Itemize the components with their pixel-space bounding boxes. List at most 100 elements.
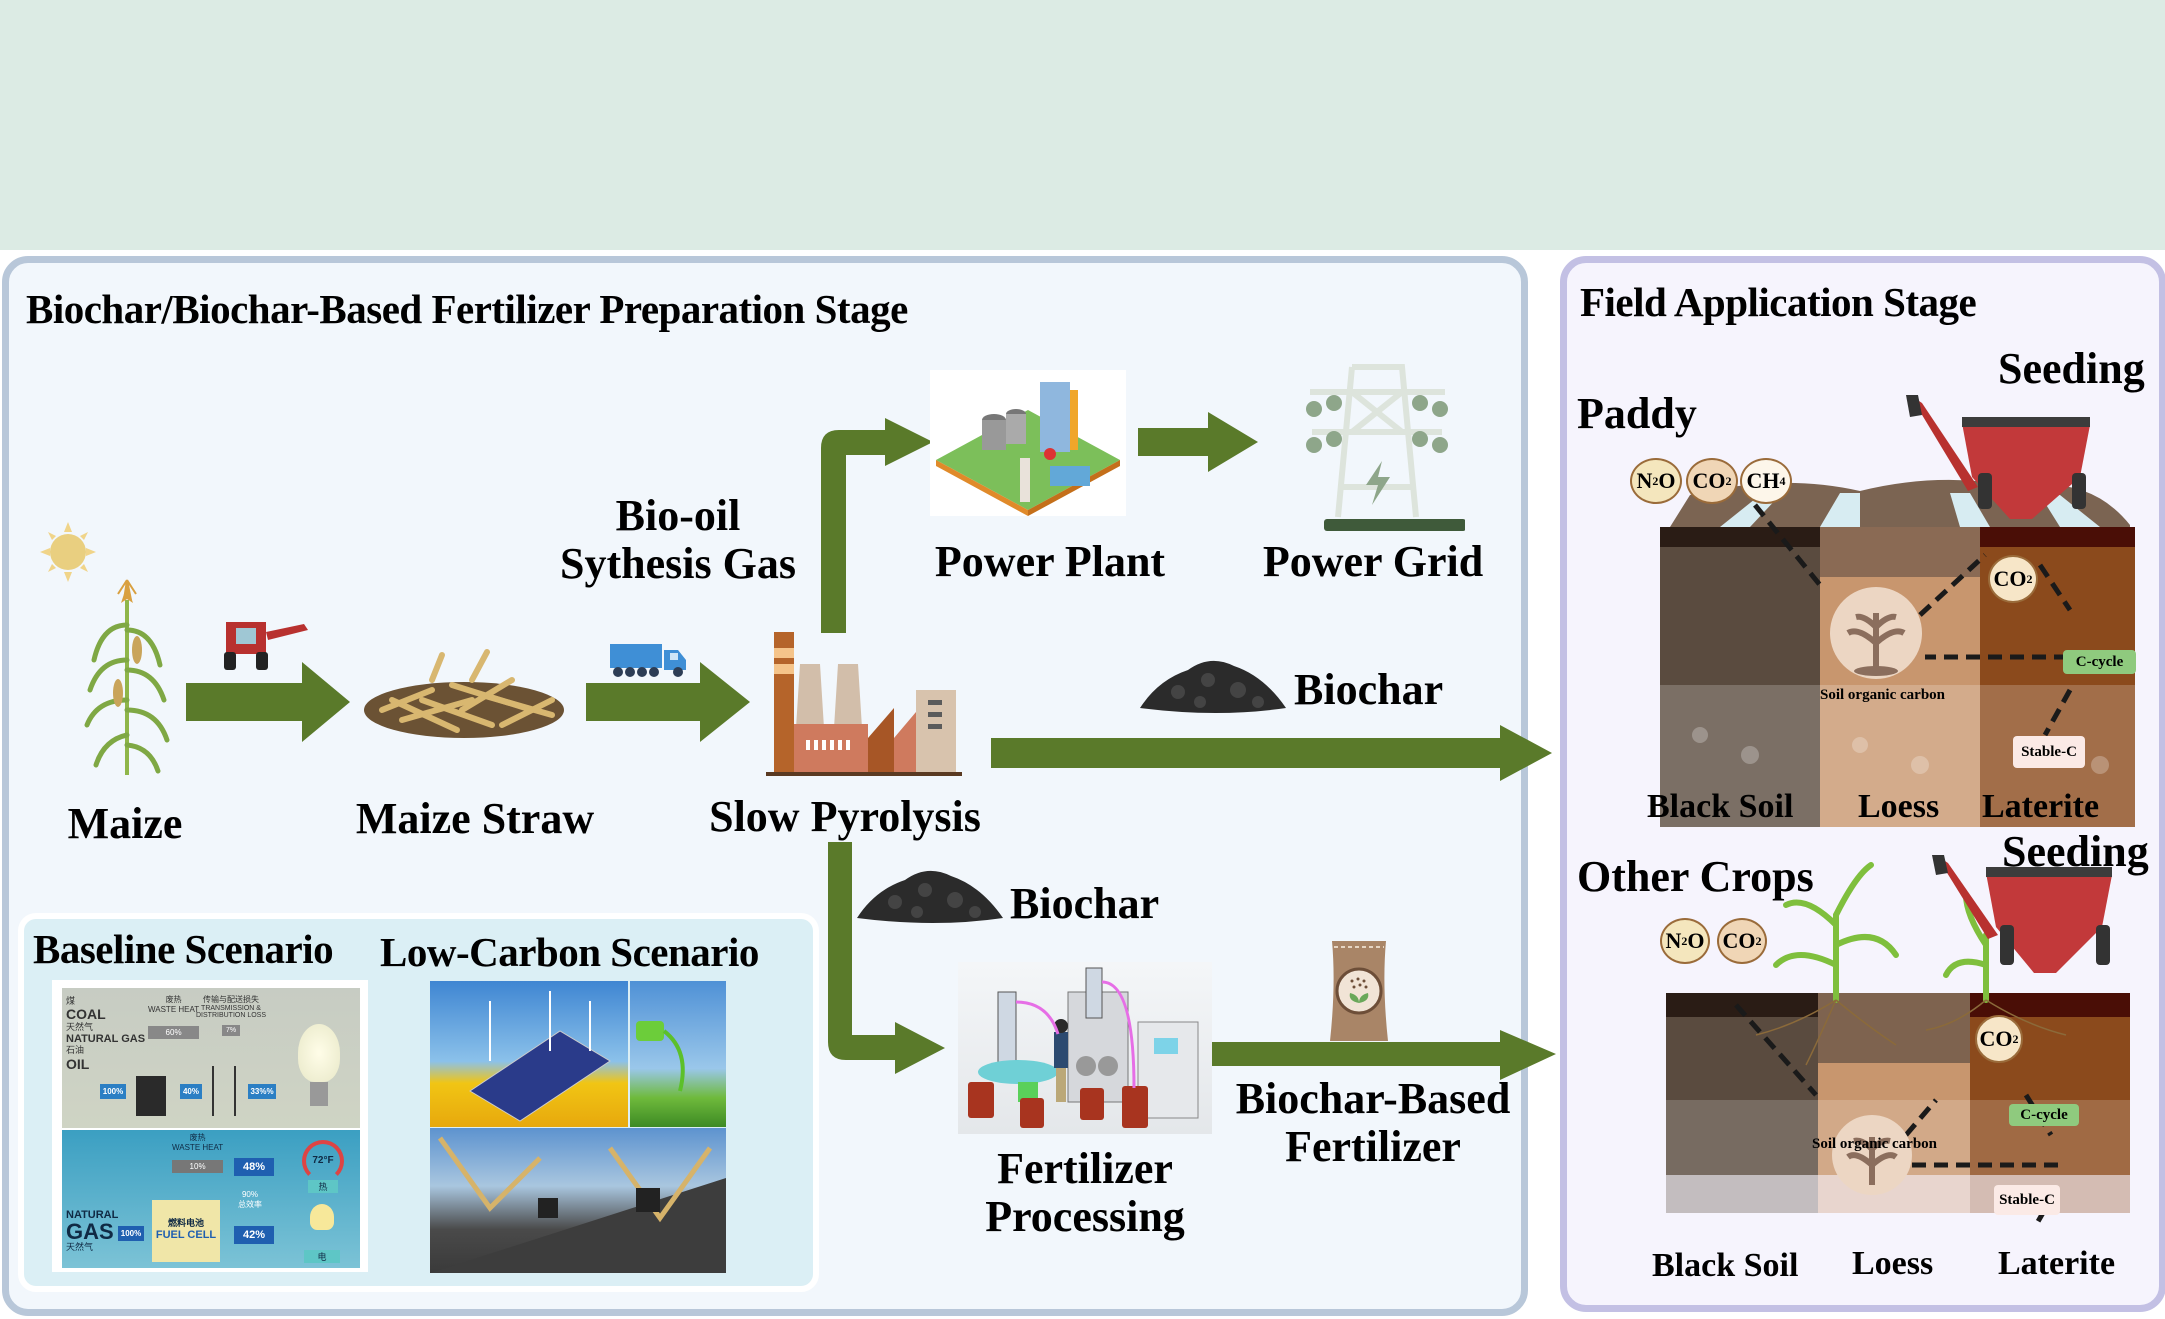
solar-wind-photo: [430, 981, 628, 1127]
oc-soil-laterite: Laterite: [1998, 1245, 2116, 1282]
fc-source-en2: GAS: [66, 1219, 114, 1244]
gas-sub: 4: [1779, 473, 1786, 488]
loss-en1: TRANSMISSION &: [201, 1005, 261, 1012]
arrow-biochar-to-field: [991, 725, 1552, 781]
electricity-cn: 电: [304, 1250, 340, 1263]
fuel-cell-block: 燃料电池 FUEL CELL: [152, 1200, 220, 1262]
heat-cn: 热: [308, 1180, 338, 1193]
oil-cn: 石油: [66, 1045, 85, 1056]
gas-tail: O: [1687, 928, 1705, 953]
fc-electricity-pct: 42%: [234, 1226, 274, 1244]
paddy-label: Paddy: [1577, 389, 1697, 438]
gas-formula: CO: [1993, 566, 2027, 591]
biochar-lower-label: Biochar: [1010, 879, 1160, 928]
fertilizer-processing-line2: Processing: [985, 1192, 1185, 1242]
paddy-soil-laterite: Laterite: [1982, 788, 2100, 825]
preparation-stage-title: Biochar/Biochar-Based Fertilizer Prepara…: [26, 286, 908, 332]
flow-100: 100%: [100, 1084, 126, 1099]
coal-port-photo: [430, 1128, 726, 1273]
gas-cn: 天然气: [66, 1022, 94, 1033]
arrow-straw-to-pyrolysis: [586, 662, 750, 742]
gas-sub: 2: [1755, 933, 1762, 948]
waste-heat-pct: 60%: [148, 1026, 200, 1039]
bio-oil-line2: Sythesis Gas: [560, 539, 796, 589]
fc-waste-heat-pct: 10%: [172, 1160, 224, 1173]
maize-label: Maize: [67, 799, 183, 848]
bio-oil-label: Bio-oil Sythesis Gas: [548, 491, 808, 589]
thermometer-gauge: 72°F: [302, 1140, 344, 1182]
arrow-pyrolysis-to-power-plant: [821, 418, 933, 633]
light-bulb-icon: [298, 1024, 340, 1082]
maize-straw-label: Maize Straw: [355, 794, 595, 843]
gas-sub: 2: [1681, 933, 1688, 948]
gas-formula: CO: [1722, 928, 1756, 953]
fc-total-pct: 90%: [241, 1190, 258, 1199]
biochar-based-fertilizer-label: Biochar-Based Fertilizer: [1228, 1074, 1518, 1172]
coal-cn: 煤: [66, 996, 76, 1006]
flow-40: 40%: [180, 1084, 202, 1099]
transmission-tower-icon: [212, 1066, 236, 1116]
waste-heat-en: WASTE HEAT: [148, 1005, 200, 1014]
gas-sub: 2: [2012, 1031, 2019, 1046]
paddy-seeding-label: Seeding: [1998, 344, 2145, 393]
biochar-pile-icon: [857, 870, 1003, 923]
biochar-upper-label: Biochar: [1294, 665, 1444, 714]
led-bulb-icon: [310, 1204, 334, 1230]
fc-heat-pct: 48%: [234, 1158, 274, 1176]
power-plant-icon: [930, 370, 1126, 516]
gas-formula: CO: [1692, 468, 1726, 493]
arrow-pyrolysis-to-processing: [828, 842, 945, 1074]
gas-tail: O: [1658, 468, 1676, 493]
gas-sub: 2: [1725, 473, 1732, 488]
baseline-scenario-title: Baseline Scenario: [33, 926, 334, 972]
factory-icon: [766, 632, 962, 776]
gas-formula: CH: [1746, 468, 1780, 493]
fertilizer-processing-label: Fertilizer Processing: [960, 1144, 1210, 1242]
fc-waste-heat-cn: 废热: [189, 1133, 206, 1142]
soc-label: Soil organic carbon: [1820, 687, 1946, 703]
fuel-cell-en: FUEL CELL: [155, 1229, 217, 1241]
conventional-power-infographic: 煤 COAL 天然气 NATURAL GAS 石油 OIL 废热 WASTE H…: [62, 988, 360, 1128]
top-banner: [0, 0, 2165, 250]
oil-en: OIL: [66, 1055, 90, 1072]
flow-33: 33%%: [248, 1084, 276, 1099]
oc-soil-loess: Loess: [1852, 1245, 1934, 1282]
fc-source-en1: NATURAL: [66, 1209, 119, 1221]
power-grid-label: Power Grid: [1262, 537, 1484, 586]
fc-waste-heat-en: WASTE HEAT: [172, 1143, 224, 1152]
fc-source-cn: 天然气: [66, 1242, 94, 1252]
slow-pyrolysis-label: Slow Pyrolysis: [709, 792, 981, 841]
oc-soc-label: Soil organic carbon: [1812, 1136, 1938, 1152]
oc-c-cycle-tag: C-cycle: [2009, 1104, 2079, 1126]
gas-en: NATURAL GAS: [66, 1032, 146, 1045]
fertilizer-machine-icon: [958, 962, 1212, 1134]
biochar-based-line2: Fertilizer: [1285, 1122, 1461, 1172]
loss-en2: DISTRIBUTION LOSS: [196, 1012, 267, 1019]
paddy-soil-loess: Loess: [1858, 788, 1940, 825]
green-plug-photo: [630, 981, 726, 1127]
gas-sub: 2: [2026, 571, 2033, 586]
baseline-scenario-image: 煤 COAL 天然气 NATURAL GAS 石油 OIL 废热 WASTE H…: [52, 980, 368, 1272]
gas-formula: N: [1665, 928, 1682, 953]
power-tower-icon: [1306, 364, 1465, 531]
waste-heat-cn: 废热: [165, 995, 182, 1004]
stable-c-tag: Stable-C: [2013, 736, 2085, 768]
paddy-soil-diagram: [1660, 395, 2135, 827]
field-stage-title: Field Application Stage: [1580, 279, 1977, 325]
gas-formula: CO: [1979, 1026, 2013, 1051]
maize-plant-icon: [84, 579, 170, 775]
oc-stable-c-tag: Stable-C: [1994, 1185, 2060, 1215]
loss-cn: 传输与配送损失: [203, 995, 259, 1004]
oc-soil-black: Black Soil: [1652, 1247, 1799, 1284]
fertilizer-processing-line1: Fertilizer: [997, 1144, 1173, 1193]
straw-pile-icon: [364, 649, 564, 738]
fertilizer-bag-icon: [1330, 941, 1388, 1041]
low-carbon-scenario-title: Low-Carbon Scenario: [380, 929, 759, 975]
gas-formula: N: [1636, 468, 1653, 493]
